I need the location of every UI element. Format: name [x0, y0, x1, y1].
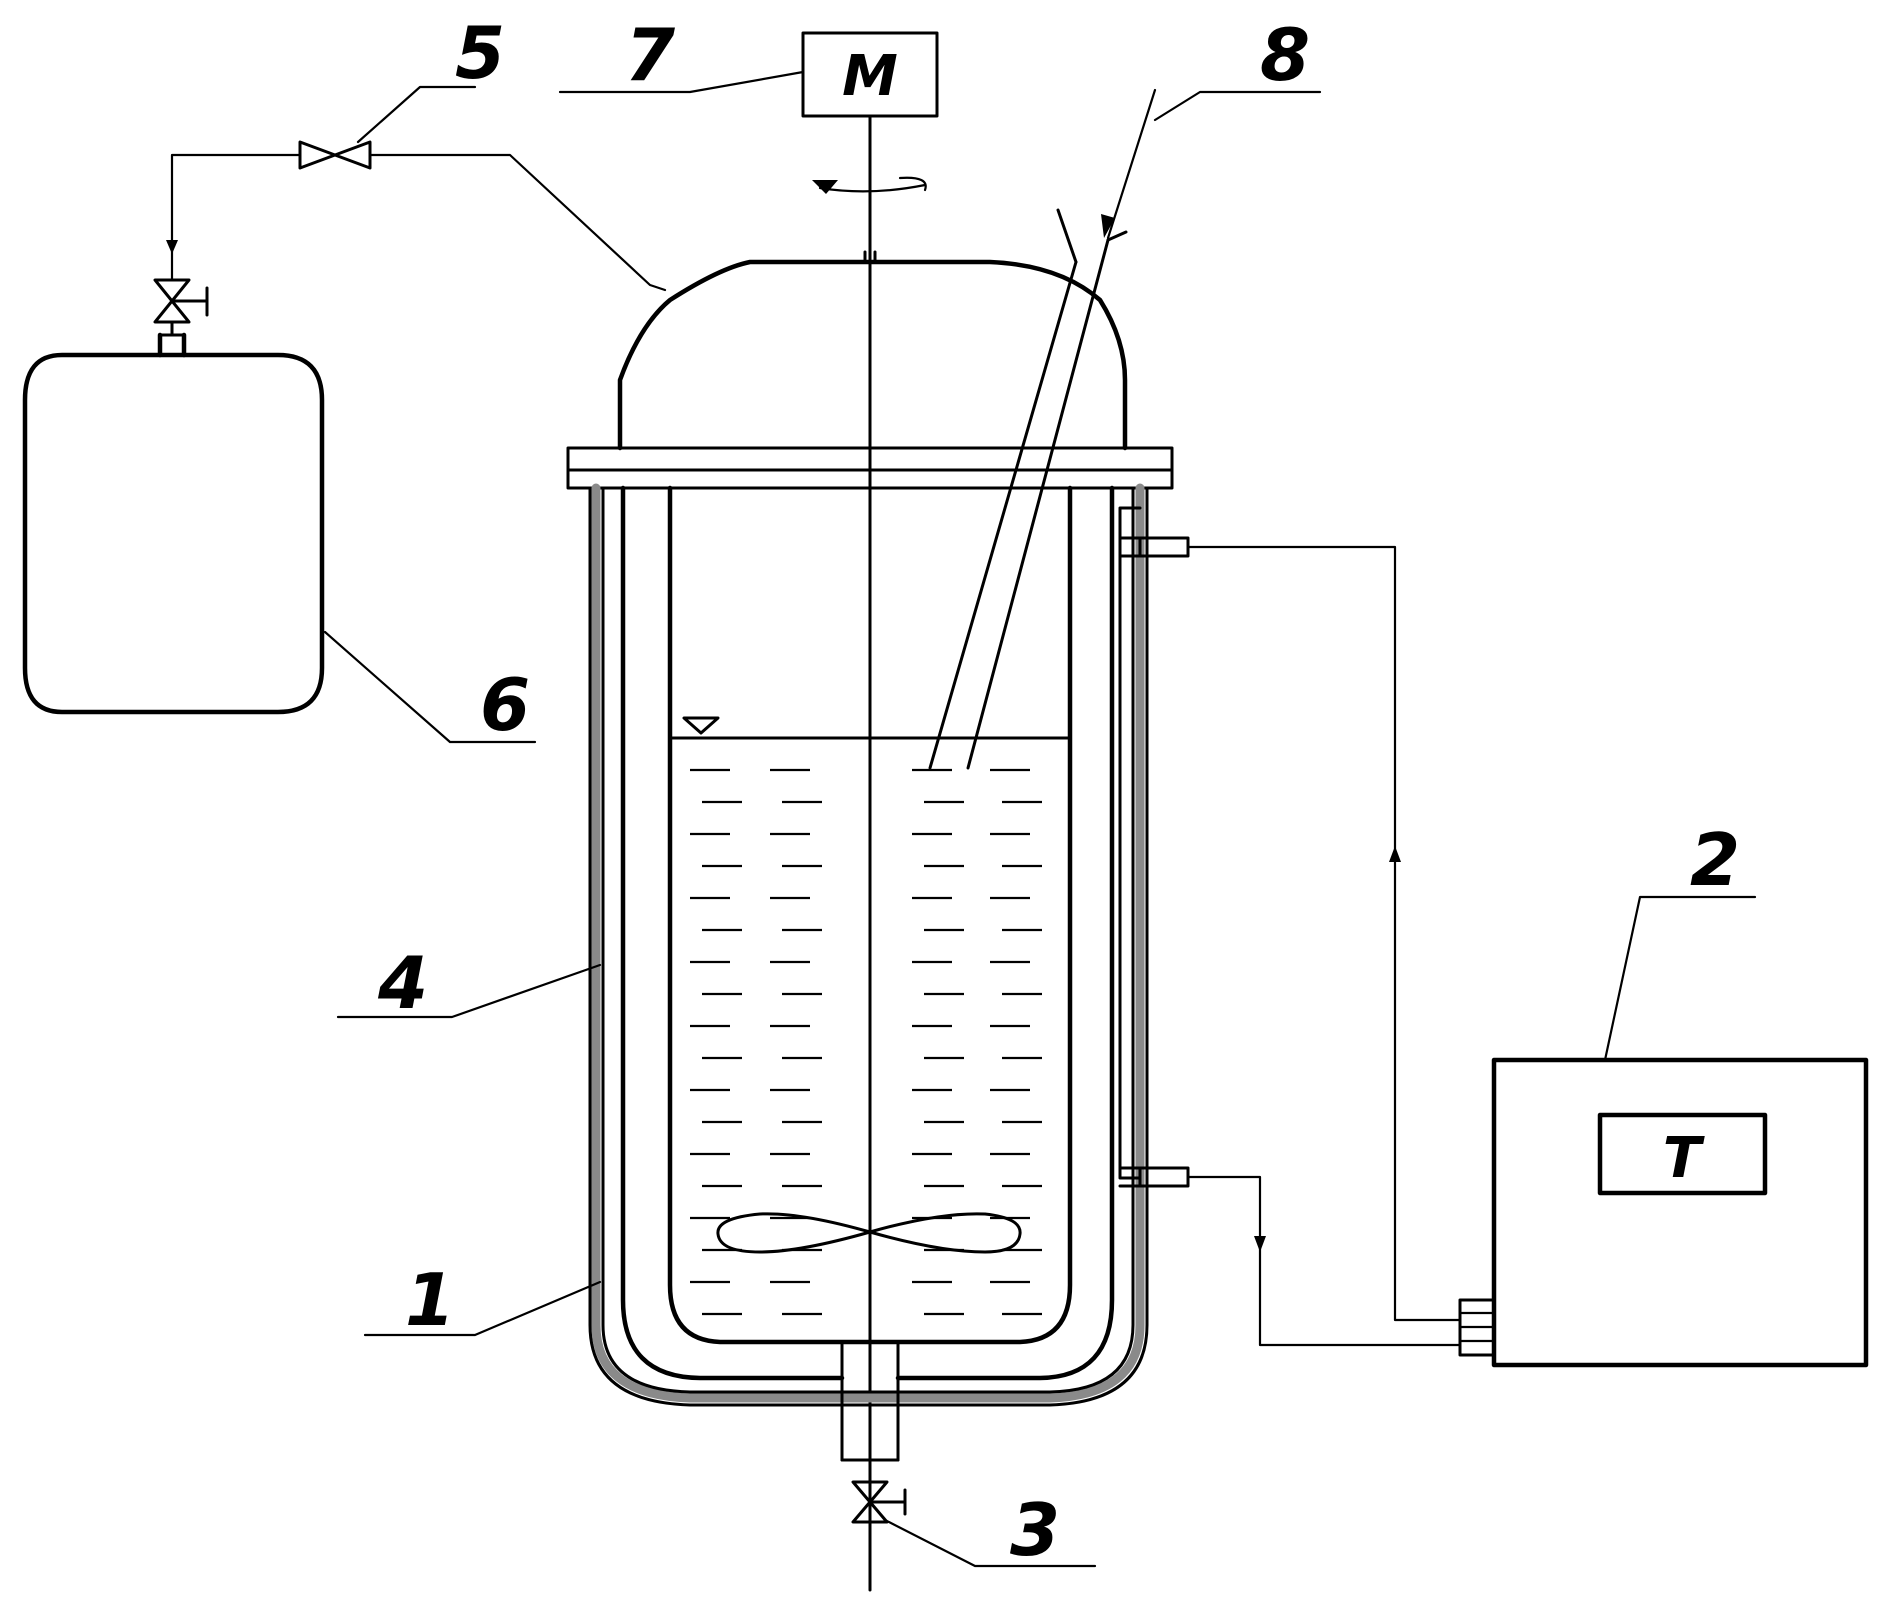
label-gas-cylinder: 6 [480, 663, 530, 747]
label-vessel: 1 [405, 1258, 455, 1342]
label-jacket: 4 [377, 941, 428, 1025]
motor: M [801, 31, 939, 118]
cylinder-valve-icon [153, 278, 209, 337]
jacket-nozzles [1118, 506, 1190, 1188]
liquid-fill [690, 768, 1042, 1316]
drain-valve-icon [851, 1480, 907, 1524]
circulation-lines [1186, 545, 1462, 1347]
gas-supply-line [166, 153, 667, 292]
label-thermostat: 2 [1690, 818, 1740, 902]
thermostat-letter: T [1663, 1126, 1705, 1191]
rotation-arrow-icon [812, 176, 927, 194]
gas-valve-icon [298, 140, 372, 170]
vessel-lid [617, 250, 1128, 451]
motor-letter: M [842, 44, 898, 109]
reaction-vessel [620, 485, 1115, 1381]
drain-pipe [840, 1340, 900, 1462]
liquid-level [668, 716, 1072, 740]
vessel-flange [566, 446, 1174, 490]
label-motor: 7 [625, 13, 675, 97]
label-gas-valve: 5 [455, 11, 505, 95]
leader-lines [323, 70, 1757, 1568]
gas-cylinder [22, 332, 325, 715]
label-drain-valve: 3 [1010, 1488, 1060, 1572]
impeller-icon [716, 1212, 1022, 1254]
thermostat: T [1458, 1057, 1869, 1368]
label-tube: 8 [1260, 13, 1310, 97]
dip-tube [928, 88, 1157, 770]
heating-jacket [588, 483, 1149, 1407]
